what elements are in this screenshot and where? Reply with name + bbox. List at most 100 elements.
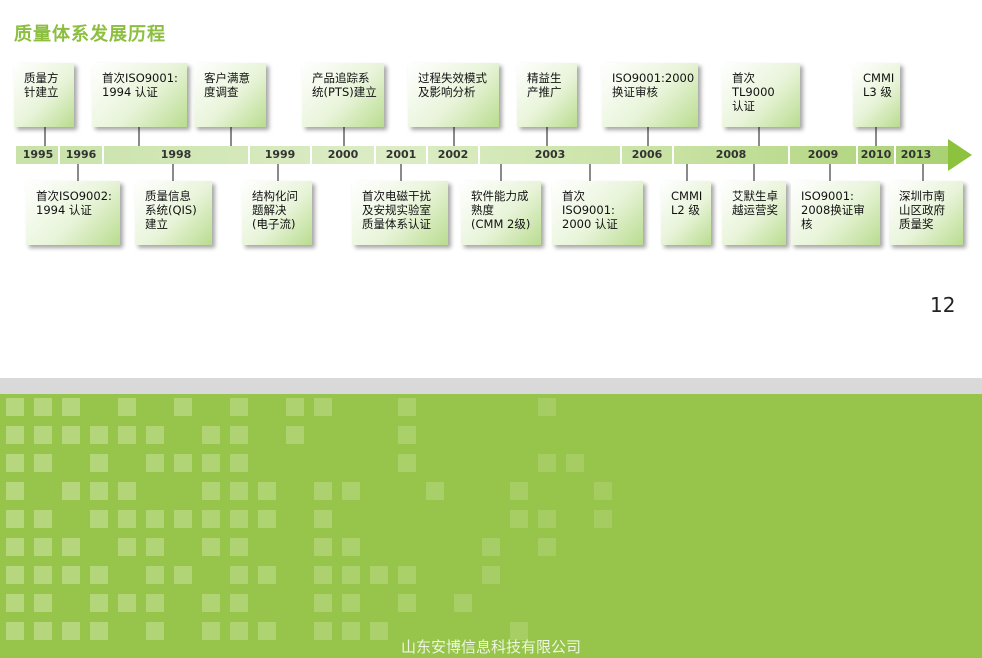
pattern-square	[314, 482, 332, 500]
pattern-square	[6, 398, 24, 416]
pattern-square	[118, 426, 136, 444]
pattern-square	[426, 482, 444, 500]
pattern-square	[230, 538, 248, 556]
event-card: ISO9001:2000 换证审核	[602, 63, 698, 127]
connector	[230, 127, 232, 146]
event-card: 首次ISO9001: 1994 认证	[92, 63, 187, 127]
pattern-square	[510, 622, 528, 640]
event-card: 客户满意 度调查	[194, 63, 266, 127]
pattern-square	[174, 510, 192, 528]
pattern-square	[314, 566, 332, 584]
pattern-square	[6, 482, 24, 500]
connector	[500, 164, 502, 181]
event-card: 首次电磁干扰 及安规实验室 质量体系认证	[352, 181, 448, 245]
event-card: 结构化问 题解决 (电子流)	[242, 181, 312, 245]
connector	[647, 127, 649, 146]
pattern-square	[6, 566, 24, 584]
pattern-square	[286, 398, 304, 416]
pattern-square	[258, 510, 276, 528]
pattern-square	[398, 426, 416, 444]
year-label: 1998	[104, 146, 250, 164]
pattern-square	[90, 622, 108, 640]
pattern-square	[62, 426, 80, 444]
connector	[922, 164, 924, 181]
year-label: 2000	[312, 146, 376, 164]
pattern-square	[34, 454, 52, 472]
connector	[753, 164, 755, 181]
year-label: 1996	[60, 146, 104, 164]
event-card: 软件能力成 熟度 (CMM 2级)	[461, 181, 541, 245]
pattern-square	[594, 510, 612, 528]
pattern-square	[314, 510, 332, 528]
pattern-square	[34, 510, 52, 528]
connector	[875, 127, 877, 146]
connector	[546, 127, 548, 146]
pattern-square	[62, 538, 80, 556]
pattern-square	[62, 398, 80, 416]
pattern-square	[34, 594, 52, 612]
event-card: CMMI L3 级	[853, 63, 900, 127]
event-card: 质量信息 系统(QIS) 建立	[135, 181, 212, 245]
pattern-square	[398, 594, 416, 612]
pattern-square	[146, 426, 164, 444]
pattern-square	[342, 594, 360, 612]
pattern-square	[202, 510, 220, 528]
connector	[138, 127, 140, 146]
pattern-square	[90, 454, 108, 472]
year-label: 2008	[674, 146, 790, 164]
year-label: 2006	[622, 146, 674, 164]
pattern-square	[202, 538, 220, 556]
pattern-square	[118, 398, 136, 416]
pattern-square	[370, 566, 388, 584]
pattern-square	[34, 426, 52, 444]
pattern-square	[314, 622, 332, 640]
connector	[453, 127, 455, 146]
event-card: 首次TL9000 认证	[722, 63, 800, 127]
pattern-square	[118, 538, 136, 556]
pattern-square	[342, 566, 360, 584]
pattern-square	[202, 426, 220, 444]
pattern-square	[34, 566, 52, 584]
pattern-square	[510, 510, 528, 528]
pattern-square	[6, 510, 24, 528]
pattern-square	[342, 482, 360, 500]
pattern-square	[174, 454, 192, 472]
year-label: 2010	[858, 146, 896, 164]
pattern-square	[34, 538, 52, 556]
pattern-square	[398, 566, 416, 584]
year-label: 2002	[428, 146, 480, 164]
event-card: 深圳市南 山区政府 质量奖	[889, 181, 963, 245]
pattern-square	[146, 454, 164, 472]
pattern-square	[314, 538, 332, 556]
pattern-square	[118, 482, 136, 500]
pattern-square	[482, 538, 500, 556]
pattern-square	[230, 622, 248, 640]
event-card: 精益生 产推广	[517, 63, 577, 127]
event-card: 首次ISO9001: 2000 认证	[552, 181, 643, 245]
year-label: 2001	[376, 146, 428, 164]
pattern-square	[118, 510, 136, 528]
pattern-square	[538, 398, 556, 416]
connector	[829, 164, 831, 181]
pattern-square	[118, 594, 136, 612]
event-card: 首次ISO9002: 1994 认证	[26, 181, 120, 245]
pattern-square	[34, 622, 52, 640]
pattern-square	[230, 594, 248, 612]
pattern-square	[258, 622, 276, 640]
timeline-bar	[16, 146, 952, 164]
pattern-square	[342, 538, 360, 556]
connector	[277, 164, 279, 181]
pattern-square	[258, 482, 276, 500]
pattern-square	[370, 622, 388, 640]
pattern-square	[258, 566, 276, 584]
pattern-square	[146, 510, 164, 528]
pattern-square	[62, 566, 80, 584]
pattern-square	[6, 454, 24, 472]
pattern-square	[90, 594, 108, 612]
connector	[343, 127, 345, 146]
connector	[686, 164, 688, 181]
pattern-square	[398, 398, 416, 416]
decorative-band	[0, 394, 982, 658]
pattern-square	[202, 454, 220, 472]
pattern-square	[6, 426, 24, 444]
